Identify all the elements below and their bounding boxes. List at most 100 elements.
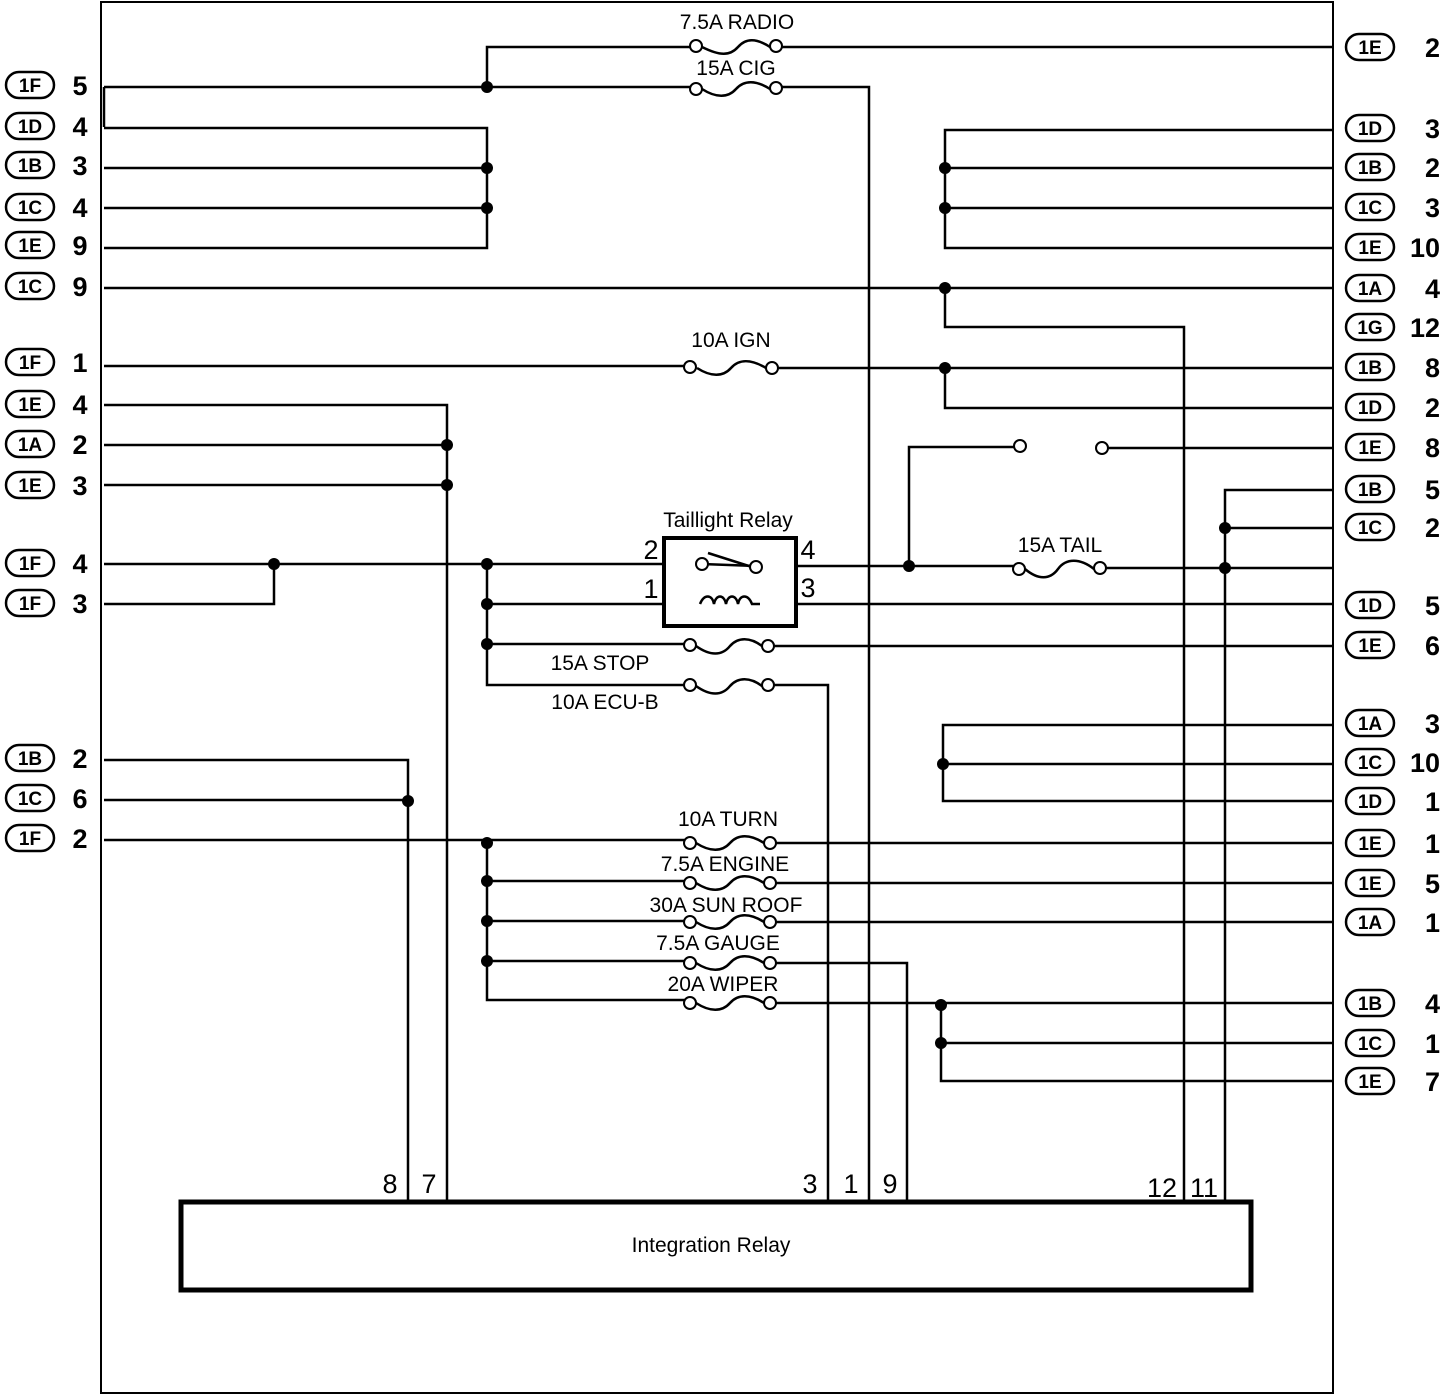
connector-code: 1E	[1358, 238, 1381, 259]
connector-code: 1C	[1358, 753, 1383, 774]
connector-pin: 3	[72, 589, 87, 619]
fuse-engine-label: 7.5A ENGINE	[661, 853, 789, 876]
connector-code: 1C	[1358, 1034, 1383, 1055]
connector-code: 1F	[19, 554, 41, 575]
connector-code: 1E	[1358, 874, 1381, 895]
connector-pin: 1	[1425, 1029, 1440, 1059]
connector-pin: 3	[1425, 114, 1440, 144]
fuse-sunroof-label: 30A SUN ROOF	[650, 894, 803, 917]
connector-pin: 1	[72, 348, 87, 378]
connector-pin: 8	[1425, 353, 1440, 383]
junction-dots	[268, 81, 1231, 1049]
taillight-relay-pin-2: 2	[643, 535, 658, 565]
connector-code: 1D	[1358, 792, 1382, 813]
fuse-turn-label: 10A TURN	[678, 808, 778, 831]
connector-pin: 4	[72, 549, 87, 579]
connector-badge	[1344, 1066, 1396, 1096]
fuse-tail-label: 15A TAIL	[1018, 534, 1102, 557]
fuse-engine: 7.5A ENGINE	[661, 853, 789, 891]
connector-code: 1E	[18, 236, 41, 257]
fuse-ecub: 10A ECU-B	[551, 678, 775, 714]
connector-badge	[4, 192, 56, 222]
connector-code: 1E	[1358, 1072, 1381, 1093]
connector-badge	[1344, 590, 1396, 620]
connector-pin: 4	[72, 193, 87, 223]
left-connector-6: 1F 1	[4, 347, 88, 378]
connector-badge	[4, 548, 56, 578]
connector-code: 1D	[1358, 398, 1382, 419]
connector-badge	[4, 111, 56, 141]
fuse-gauge: 7.5A GAUGE	[656, 932, 780, 971]
connector-pin: 6	[72, 784, 87, 814]
connector-badge	[1344, 352, 1396, 382]
wire-layer	[102, 45, 1333, 1202]
fuse-radio: 7.5A RADIO	[680, 11, 794, 55]
fuse-tail: 15A TAIL	[1012, 534, 1107, 579]
connector-pin: 1	[1425, 908, 1440, 938]
connector-pin: 9	[72, 272, 87, 302]
connector-pin: 1	[1425, 787, 1440, 817]
connector-code: 1E	[18, 395, 41, 416]
connector-code: 1B	[1358, 358, 1382, 379]
connector-code: 1B	[1358, 994, 1382, 1015]
fuse-wiper-label: 20A WIPER	[668, 973, 779, 996]
connector-code: 1B	[1358, 480, 1382, 501]
connector-code: 1A	[1358, 279, 1383, 300]
fuse-ecub-label: 10A ECU-B	[551, 691, 658, 714]
connector-pin: 4	[1425, 274, 1440, 304]
connector-badge	[4, 347, 56, 377]
fuse-turn: 10A TURN	[678, 808, 778, 851]
integration-relay-pin-8: 8	[382, 1169, 397, 1199]
connector-badge	[4, 588, 56, 618]
right-connector-21: 1C 1	[1344, 1028, 1440, 1059]
connector-code: 1B	[1358, 158, 1382, 179]
connector-code: 1A	[1358, 913, 1383, 934]
connector-pin: 3	[72, 151, 87, 181]
connector-code: 1E	[1358, 834, 1381, 855]
taillight-relay: Taillight Relay 2 1 4 3	[643, 509, 816, 628]
connector-code: 1F	[19, 76, 41, 97]
connector-pin: 6	[1425, 631, 1440, 661]
right-connector-19: 1A 1	[1344, 907, 1440, 938]
connector-code: 1A	[1358, 714, 1383, 735]
connector-pin: 9	[72, 231, 87, 261]
connector-badge	[4, 429, 56, 459]
connector-badge	[1344, 747, 1396, 777]
junction-block-frame	[100, 1, 1334, 1394]
connector-code: 1B	[18, 749, 42, 770]
connector-pin: 2	[1425, 153, 1440, 183]
connector-code: 1F	[19, 829, 41, 850]
connector-badge	[1344, 1028, 1396, 1058]
taillight-relay-pin-4: 4	[800, 535, 815, 565]
connector-code: 1E	[1358, 38, 1381, 59]
integration-relay-pin-1: 1	[843, 1169, 858, 1199]
taillight-relay-pin-1: 1	[643, 574, 658, 604]
connector-code: 1F	[19, 353, 41, 374]
connector-badge	[4, 150, 56, 180]
connector-pin: 8	[1425, 433, 1440, 463]
connector-badge	[1344, 392, 1396, 422]
connector-badge	[4, 783, 56, 813]
connector-pin: 2	[72, 430, 87, 460]
connector-badge	[4, 70, 56, 100]
connector-badge	[1344, 630, 1396, 660]
integration-relay-pin-3: 3	[802, 1169, 817, 1199]
integration-relay: Integration Relay 8 7 3 1 9 12 11	[178, 1169, 1254, 1293]
fuse-wiper: 20A WIPER	[668, 973, 779, 1011]
connector-badge	[4, 389, 56, 419]
